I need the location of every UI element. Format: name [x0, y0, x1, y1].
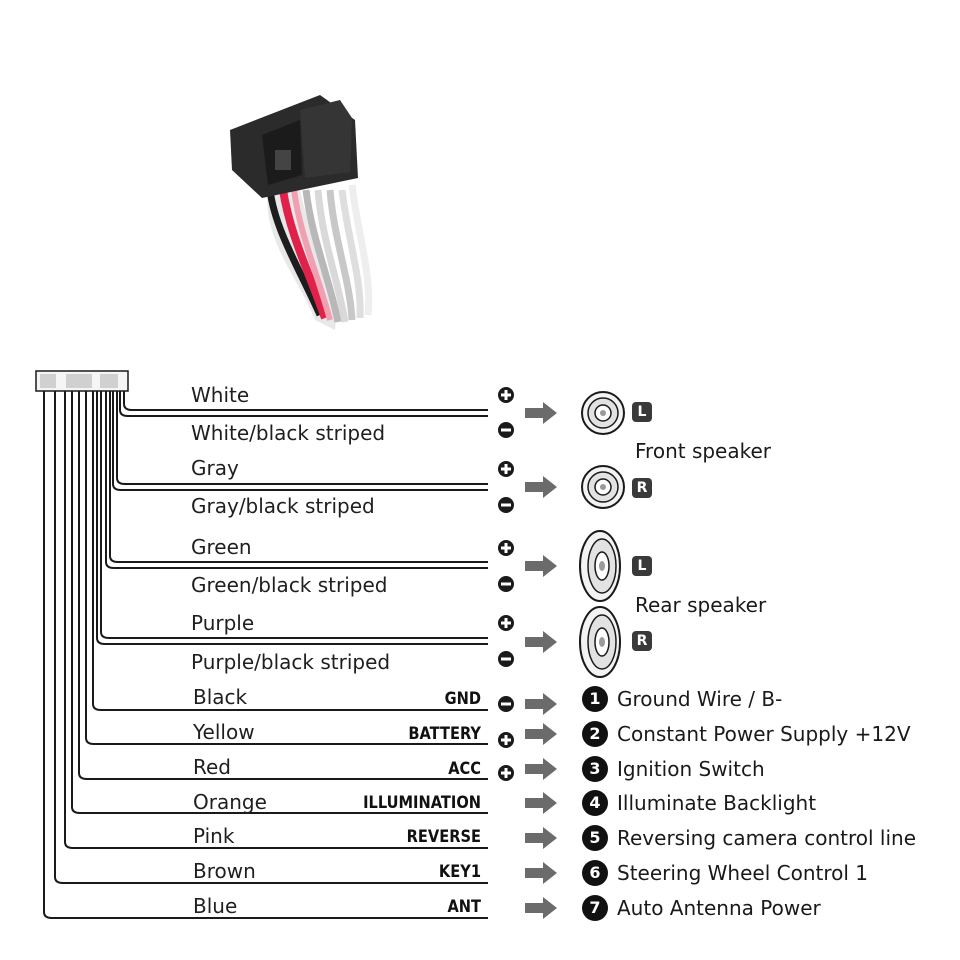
wire-label-red: Red — [193, 755, 231, 779]
number-badge-2: 2 — [582, 721, 608, 747]
minus-icon — [498, 696, 514, 712]
wire-trace-7 — [43, 391, 488, 919]
arrow-icon — [525, 897, 557, 919]
minus-icon — [498, 497, 514, 513]
wire-trace-3 — [78, 391, 488, 780]
wire-trace-pair-4-b — [96, 391, 488, 645]
plus-icon — [498, 540, 514, 556]
speaker-rear-left-icon — [579, 530, 621, 602]
arrow-icon — [525, 862, 557, 884]
number-badge-4: 4 — [582, 790, 608, 816]
description-steering: Steering Wheel Control 1 — [617, 861, 869, 885]
wire-label-white: White — [191, 383, 250, 407]
rear-speaker-label: Rear speaker — [635, 593, 767, 617]
wire-trace-2 — [85, 391, 488, 745]
rear-left-badge: L — [632, 556, 652, 576]
description-antenna: Auto Antenna Power — [617, 896, 821, 920]
arrow-icon — [525, 723, 557, 745]
arrow-icon — [525, 476, 557, 498]
description-battery: Constant Power Supply +12V — [617, 722, 911, 746]
description-reverse: Reversing camera control line — [617, 826, 917, 850]
wire-label-orange: Orange — [193, 790, 267, 814]
wire-trace-pair-2-a — [116, 391, 488, 485]
wire-label-gray: Gray — [191, 456, 239, 480]
minus-icon — [498, 576, 514, 592]
polarity-and-arrows — [498, 387, 557, 919]
wire-trace-pair-2-b — [112, 391, 488, 491]
wire-label-purple: Purple — [191, 611, 255, 635]
function-reverse: REVERSE — [406, 827, 481, 847]
speaker-front-right-icon — [581, 465, 625, 509]
arrow-icon — [525, 827, 557, 849]
wire-trace-pair-1-b — [119, 391, 488, 417]
plus-icon — [498, 765, 514, 781]
wire-trace-4 — [71, 391, 488, 814]
wire-trace-pair-3-a — [109, 391, 488, 563]
wire-trace-pair-3-b — [105, 391, 488, 569]
harness-bundle — [35, 370, 129, 392]
arrow-icon — [525, 758, 557, 780]
front-speaker-label: Front speaker — [635, 439, 772, 463]
number-badge-1: 1 — [582, 686, 608, 712]
plus-icon — [498, 732, 514, 748]
number-badge-6: 6 — [582, 860, 608, 886]
wire-label-green-black: Green/black striped — [191, 573, 388, 597]
arrow-icon — [525, 792, 557, 814]
wire-traces — [43, 391, 488, 919]
plus-icon — [498, 461, 514, 477]
wire-label-white-black: White/black striped — [191, 421, 386, 445]
arrow-icon — [525, 693, 557, 715]
minus-icon — [498, 422, 514, 438]
arrow-icon — [525, 555, 557, 577]
description-ignition: Ignition Switch — [617, 757, 765, 781]
wire-label-purple-black: Purple/black striped — [191, 650, 391, 674]
function-acc: ACC — [448, 759, 481, 779]
arrow-icon — [525, 631, 557, 653]
function-battery: BATTERY — [408, 724, 481, 744]
function-gnd: GND — [444, 689, 481, 709]
wire-label-yellow: Yellow — [193, 720, 255, 744]
wire-trace-5 — [64, 391, 488, 849]
speaker-rear-right-icon — [579, 606, 621, 678]
rear-right-badge: R — [632, 631, 652, 651]
wire-label-gray-black: Gray/black striped — [191, 494, 375, 518]
description-backlight: Illuminate Backlight — [617, 791, 817, 815]
front-left-badge: L — [632, 402, 652, 422]
speaker-front-left-icon — [581, 391, 625, 435]
function-key1: KEY1 — [438, 862, 481, 882]
connector-photo — [230, 95, 373, 330]
arrow-icon — [525, 402, 557, 424]
number-badge-7: 7 — [582, 895, 608, 921]
wire-trace-pair-4-a — [100, 391, 488, 639]
minus-icon — [498, 651, 514, 667]
plus-icon — [498, 615, 514, 631]
front-right-badge: R — [632, 478, 652, 498]
wire-trace-pair-1-a — [123, 391, 488, 411]
function-illumination: ILLUMINATION — [363, 793, 481, 813]
number-badge-5: 5 — [582, 825, 608, 851]
wire-label-blue: Blue — [193, 894, 238, 918]
number-badge-3: 3 — [582, 756, 608, 782]
plus-icon — [498, 387, 514, 403]
wire-trace-6 — [54, 391, 488, 884]
wire-label-black: Black — [193, 685, 248, 709]
description-ground: Ground Wire / B- — [617, 687, 783, 711]
function-ant: ANT — [447, 897, 481, 917]
wire-trace-1 — [92, 391, 488, 711]
wire-label-pink: Pink — [193, 824, 235, 848]
wire-label-green: Green — [191, 535, 252, 559]
wire-label-brown: Brown — [193, 859, 256, 883]
